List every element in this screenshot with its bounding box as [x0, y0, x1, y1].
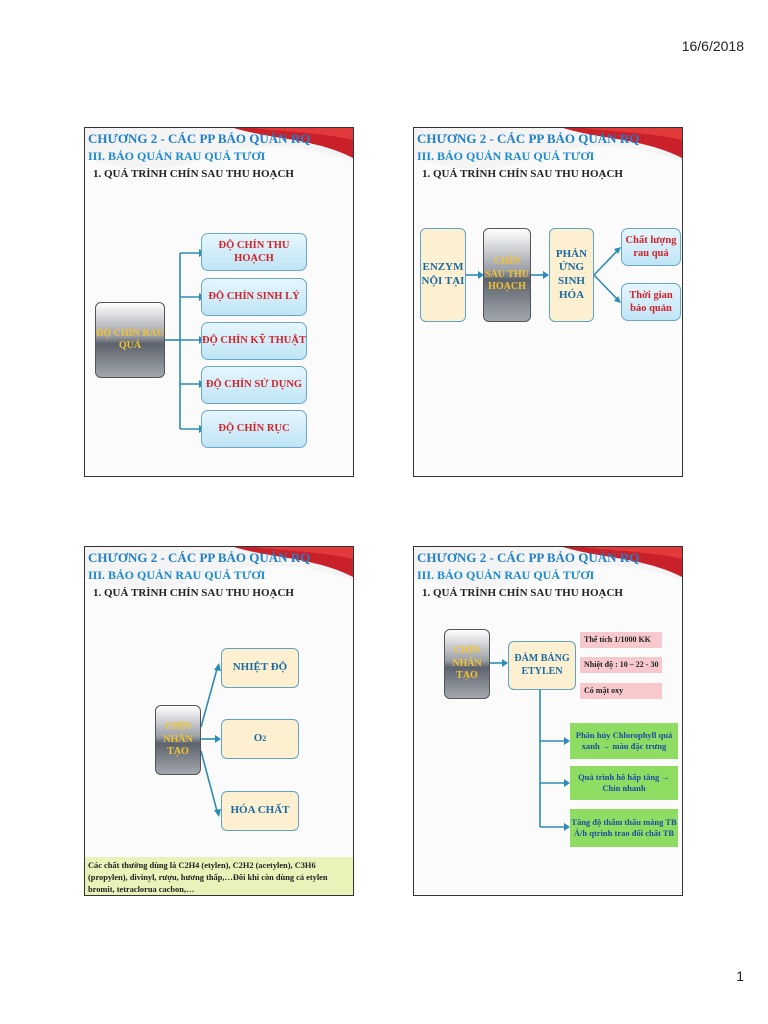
condition-item: Có mặt oxy [580, 683, 662, 699]
header-date: 16/6/2018 [681, 38, 744, 54]
root-node: ĐỘ CHÍN RAU QUẢ [95, 302, 165, 378]
maturity-node: ĐỘ CHÍN KỸ THUẬT [201, 322, 307, 360]
chapter-title: CHƯƠNG 2 - CÁC PP BẢO QUẢN RQ [417, 550, 640, 565]
slide-banner [85, 547, 353, 588]
slide-2: CHƯƠNG 2 - CÁC PP BẢO QUẢN RQ III. BẢO Q… [413, 127, 683, 477]
condition-item: Nhiệt độ : 10 – 22 - 30 [580, 657, 662, 673]
chapter-title: CHƯƠNG 2 - CÁC PP BẢO QUẢN RQ [417, 131, 640, 146]
subsection-title: 1. QUÁ TRÌNH CHÍN SAU THU HOẠCH [93, 168, 294, 180]
outcome-node: Thời gian bảo quản [621, 283, 681, 321]
connector-lines [165, 249, 205, 433]
factor-node: NHIỆT ĐỘ [221, 648, 299, 688]
subsection-title: 1. QUÁ TRÌNH CHÍN SAU THU HOẠCH [422, 587, 623, 599]
page-number: 1 [736, 968, 744, 984]
enzyme-node: ENZYM NỘI TẠI [420, 228, 466, 322]
outcome-node: Chất lượng rau quả [621, 228, 681, 266]
factor-label: O [253, 732, 263, 745]
subsection-title: 1. QUÁ TRÌNH CHÍN SAU THU HOẠCH [422, 168, 623, 180]
ripening-node: CHÍN SAU THU HOẠCH [483, 228, 531, 322]
maturity-node: ĐỘ CHÍN RỤC [201, 410, 307, 448]
chemicals-note: Các chất thường dùng là C2H4 (etylen), C… [85, 857, 353, 895]
section-title: III. BẢO QUẢN RAU QUẢ TƯƠI [88, 149, 266, 163]
root-node: CHÍN NHÂN TẠO [444, 629, 490, 699]
reaction-node: PHẢN ỨNG SINH HÓA [549, 228, 594, 322]
slide-banner [414, 128, 682, 169]
connector-lines [200, 663, 221, 817]
slide-banner [414, 547, 682, 588]
slide-4: CHƯƠNG 2 - CÁC PP BẢO QUẢN RQ III. BẢO Q… [413, 546, 683, 896]
section-title: III. BẢO QUẢN RAU QUẢ TƯƠI [88, 568, 266, 582]
root-node: CHÍN NHÂN TẠO [155, 705, 201, 775]
maturity-node: ĐỘ CHÍN THU HOẠCH [201, 233, 307, 271]
condition-item: Thể tích 1/1000 KK [580, 632, 662, 648]
section-title: III. BẢO QUẢN RAU QUẢ TƯƠI [417, 149, 595, 163]
connector-lines [490, 659, 570, 831]
connector-lines [466, 247, 621, 303]
effect-node: Phân hủy Chlorophyll quả xanh → màu đặc … [570, 723, 678, 759]
effect-node: Tăng độ thẩm thấu màng TB Ả/h qtrình tra… [570, 809, 678, 847]
chapter-title: CHƯƠNG 2 - CÁC PP BẢO QUẢN RQ [88, 131, 311, 146]
factor-subscript: 2 [262, 734, 267, 743]
section-title: III. BẢO QUẢN RAU QUẢ TƯƠI [417, 568, 595, 582]
slide-3: CHƯƠNG 2 - CÁC PP BẢO QUẢN RQ III. BẢO Q… [84, 546, 354, 896]
slide-banner [85, 128, 353, 169]
effect-node: Quá trình hô hấp tăng → Chín nhanh [570, 766, 678, 800]
ethylene-node: ĐẢM BẢNG ETYLEN [508, 641, 576, 690]
factor-node: HÓA CHẤT [221, 791, 299, 831]
slide-1: CHƯƠNG 2 - CÁC PP BẢO QUẢN RQ III. BẢO Q… [84, 127, 354, 477]
subsection-title: 1. QUÁ TRÌNH CHÍN SAU THU HOẠCH [93, 587, 294, 599]
maturity-node: ĐỘ CHÍN SINH LÝ [201, 278, 307, 316]
maturity-node: ĐỘ CHÍN SỬ DỤNG [201, 366, 307, 404]
chapter-title: CHƯƠNG 2 - CÁC PP BẢO QUẢN RQ [88, 550, 311, 565]
